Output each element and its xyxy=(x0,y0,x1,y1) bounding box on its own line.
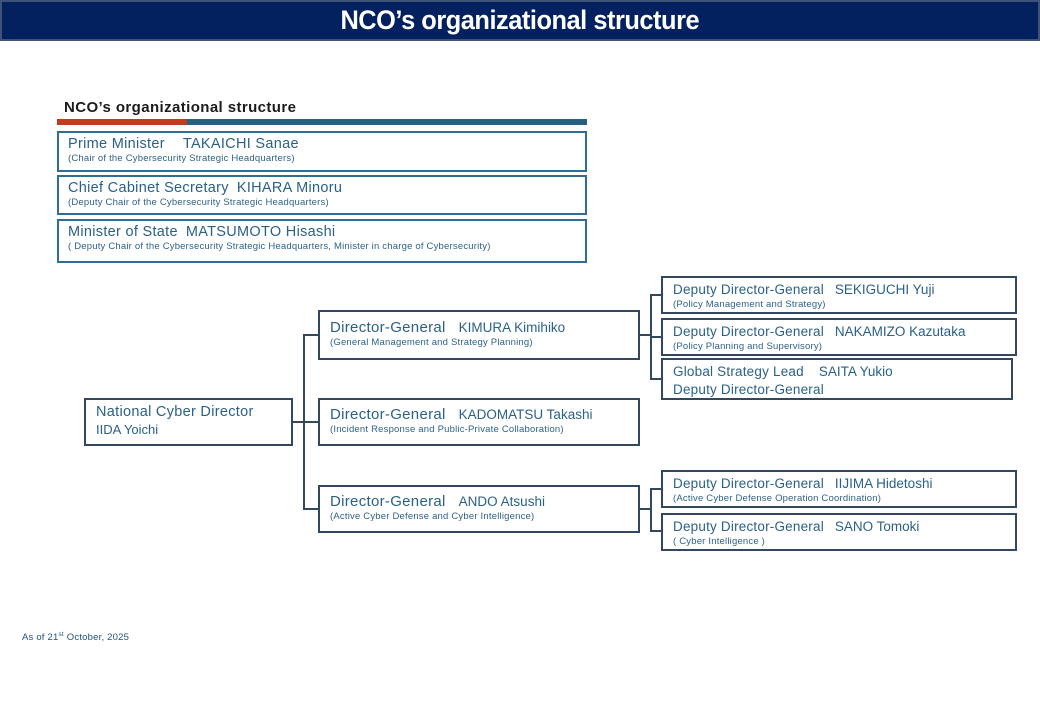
connector-branch-dg-ando xyxy=(305,508,318,510)
role-label: National Cyber Director xyxy=(96,404,254,420)
title-banner: NCO’s organizational structure xyxy=(0,0,1040,41)
leadership-box-chief-cabinet-secretary: Chief Cabinet Secretary KIHARA Minoru (De… xyxy=(57,175,587,215)
leadership-box-minister-of-state: Minister of State MATSUMOTO Hisashi ( Dep… xyxy=(57,219,587,263)
role-subtitle: (Incident Response and Public-Private Co… xyxy=(330,424,564,435)
role-subtitle: (Policy Planning and Supervisory) xyxy=(673,341,823,352)
person-name: NAKAMIZO Kazutaka xyxy=(834,324,966,339)
role-label: Director-General xyxy=(330,406,446,423)
role-label: Director-General xyxy=(330,493,446,510)
role-subtitle: (Active Cyber Defense Operation Coordina… xyxy=(673,493,882,504)
box-title-row: Deputy Director-General NAKAMIZO Kazutaka xyxy=(673,323,1005,341)
date-ordinal: st xyxy=(58,631,64,638)
leadership-box-prime-minister: Prime Minister TAKAICHI Sanae (Chair of t… xyxy=(57,131,587,172)
person-name: IIJIMA Hidetoshi xyxy=(834,476,933,491)
org-box-global-strategy-lead-saita: Global Strategy Lead SAITA Yukio Deputy D… xyxy=(661,358,1013,400)
box-title-row: Director-General ANDO Atsushi xyxy=(330,493,628,511)
banner-title: NCO’s organizational structure xyxy=(340,5,700,35)
role-label: Minister of State xyxy=(68,224,178,240)
connector-kimura-stub xyxy=(640,334,652,336)
person-name: SAITA Yukio xyxy=(818,364,893,379)
role-subtitle: (General Management and Strategy Plannin… xyxy=(330,337,533,348)
box-title-row: Director-General KIMURA Kimihiko xyxy=(330,319,628,337)
connector-branch-dg-kimura xyxy=(305,334,318,336)
box-title-row: Chief Cabinet Secretary KIHARA Minoru xyxy=(68,179,576,197)
role-subtitle: ( Cyber Intelligence ) xyxy=(673,536,766,547)
box-title-row: Director-General KADOMATSU Takashi xyxy=(330,406,628,424)
box-title-row: Deputy Director-General IIJIMA Hidetoshi xyxy=(673,475,1005,493)
box-title-row: Minister of State MATSUMOTO Hisashi xyxy=(68,223,576,241)
connector-ando-trunk xyxy=(650,488,652,532)
role-subtitle: ( Deputy Chair of the Cybersecurity Stra… xyxy=(68,241,491,252)
role-label: Chief Cabinet Secretary xyxy=(68,180,229,196)
org-box-dg-ando: Director-General ANDO Atsushi (Active Cyb… xyxy=(318,485,640,533)
connector-branch-sekiguchi xyxy=(652,294,661,296)
person-name: SEKIGUCHI Yuji xyxy=(834,282,935,297)
person-name: ANDO Atsushi xyxy=(458,494,545,509)
person-name: IIDA Yoichi xyxy=(96,422,159,437)
role-subtitle: (Chair of the Cybersecurity Strategic He… xyxy=(68,153,295,164)
as-of-date: As of 21st October, 2025 xyxy=(22,631,129,643)
org-box-dg-kimura: Director-General KIMURA Kimihiko (General… xyxy=(318,310,640,360)
role-subtitle: (Deputy Chair of the Cybersecurity Strat… xyxy=(68,197,329,208)
connector-root-stub xyxy=(293,421,305,423)
connector-branch-nakamizo xyxy=(652,336,661,338)
role-label: Prime Minister xyxy=(68,136,165,152)
connector-branch-sano xyxy=(652,530,661,532)
date-prefix: As of 21 xyxy=(22,632,59,644)
box-title-row: Deputy Director-General SANO Tomoki xyxy=(673,518,1005,536)
connector-branch-saita xyxy=(652,378,661,380)
person-name: MATSUMOTO Hisashi xyxy=(185,224,336,240)
box-title-row: Prime Minister TAKAICHI Sanae xyxy=(68,135,576,153)
connector-root-trunk xyxy=(303,334,305,510)
heading-rule-blue xyxy=(57,119,587,125)
role-subtitle: (Active Cyber Defense and Cyber Intellig… xyxy=(330,511,535,522)
box-title-row: Deputy Director-General SEKIGUCHI Yuji xyxy=(673,281,1005,299)
role-label: Deputy Director-General xyxy=(673,282,824,297)
connector-branch-dg-kadomatsu xyxy=(305,421,318,423)
role-label: Global Strategy Lead xyxy=(673,364,804,379)
role-subtitle: (Policy Management and Strategy) xyxy=(673,299,826,310)
person-name: KIHARA Minoru xyxy=(236,180,343,196)
org-box-deputy-sekiguchi: Deputy Director-General SEKIGUCHI Yuji (P… xyxy=(661,276,1017,314)
connector-branch-iijima xyxy=(652,488,661,490)
box-title-row: Global Strategy Lead SAITA Yukio xyxy=(673,363,1001,381)
heading-rule-red xyxy=(57,119,187,125)
person-name: TAKAICHI Sanae xyxy=(182,136,299,152)
person-name: KIMURA Kimihiko xyxy=(458,320,566,335)
connector-ando-stub xyxy=(640,508,652,510)
role-label: Deputy Director-General xyxy=(673,519,824,534)
date-suffix: October, 2025 xyxy=(63,632,130,644)
role-label: Deputy Director-General xyxy=(673,476,824,491)
role-label: Deputy Director-General xyxy=(673,324,824,339)
person-name: KADOMATSU Takashi xyxy=(458,407,593,422)
org-box-national-cyber-director: National Cyber Director IIDA Yoichi xyxy=(84,398,293,446)
role-label-line2: Deputy Director-General xyxy=(673,382,824,397)
org-box-deputy-sano: Deputy Director-General SANO Tomoki ( Cyb… xyxy=(661,513,1017,551)
org-box-dg-kadomatsu: Director-General KADOMATSU Takashi (Incid… xyxy=(318,398,640,446)
connector-kimura-trunk xyxy=(650,294,652,380)
org-box-deputy-nakamizo: Deputy Director-General NAKAMIZO Kazutaka… xyxy=(661,318,1017,356)
role-label: Director-General xyxy=(330,319,446,336)
person-name: SANO Tomoki xyxy=(834,519,920,534)
section-heading: NCO’s organizational structure xyxy=(64,99,297,116)
